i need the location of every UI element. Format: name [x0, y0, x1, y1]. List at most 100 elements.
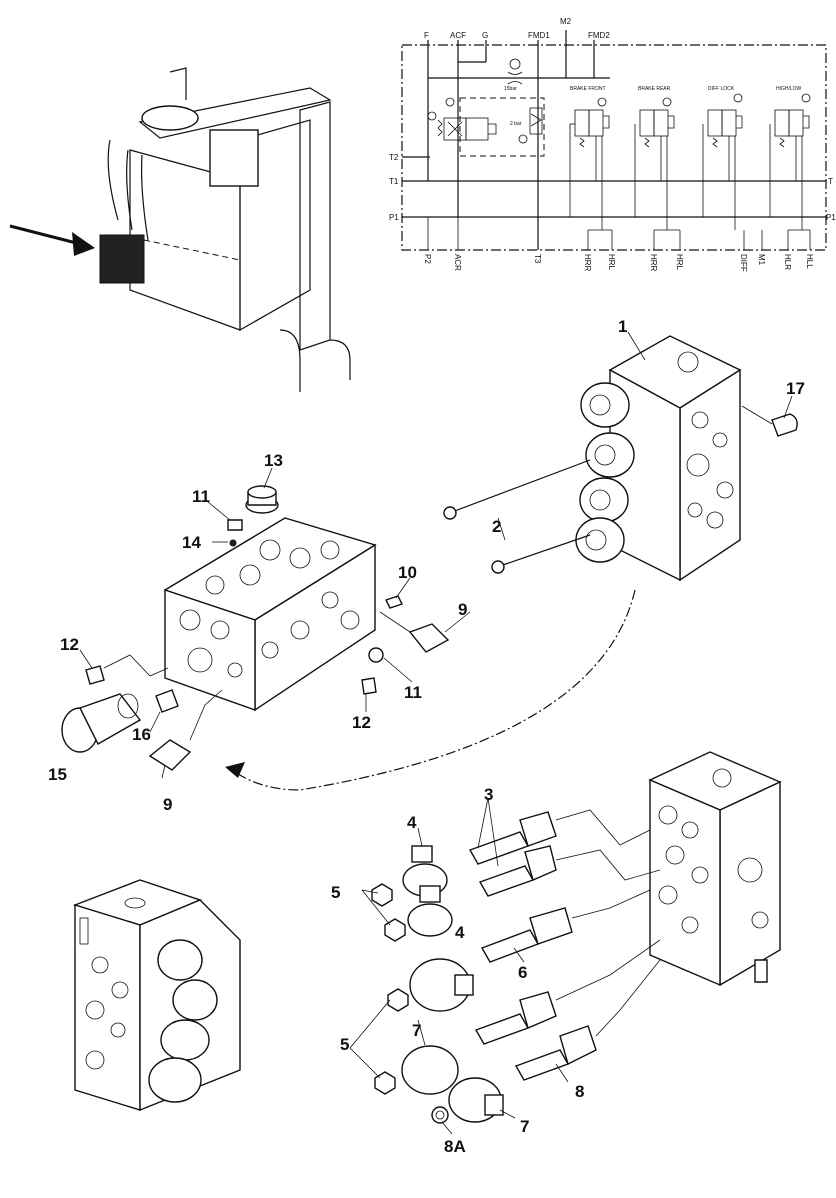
- callout-17: 17: [786, 379, 805, 398]
- callout-7-lower: 7: [520, 1117, 529, 1136]
- port-label-t2: T2: [389, 153, 399, 162]
- assembled-valve-block: [72, 879, 241, 1112]
- port-label-p1-left: P1: [389, 213, 399, 222]
- port-label-p2: P2: [423, 254, 432, 264]
- valve-block-assembly: [443, 335, 798, 582]
- port-label-t: T: [828, 177, 833, 186]
- ball-14: [229, 539, 237, 547]
- accumulator-valve-symbol: [427, 97, 497, 141]
- pressure-note: 2 bar: [510, 121, 522, 127]
- flow-arrowhead-icon: [225, 762, 245, 778]
- callout-10: 10: [398, 563, 417, 582]
- callout-8: 8: [575, 1082, 584, 1101]
- valve-symbol-brake-rear: [634, 97, 675, 230]
- port-label-t1: T1: [389, 177, 399, 186]
- plug-17: [771, 413, 798, 437]
- callout-2: 2: [492, 517, 501, 536]
- orifice-note: 15bar: [504, 86, 517, 92]
- port-label-hrr-1: HRR: [583, 254, 592, 272]
- cap-13: [245, 485, 279, 514]
- callout-13: 13: [264, 451, 283, 470]
- callout-1: 1: [618, 317, 627, 336]
- callout-9-left: 9: [163, 795, 172, 814]
- callout-9-right: 9: [458, 600, 467, 619]
- port-label-acr: ACR: [453, 254, 462, 271]
- callout-12-right: 12: [352, 713, 371, 732]
- tank-top: [138, 87, 332, 139]
- callout-16: 16: [132, 725, 151, 744]
- valve-title-diff-lock: DIFF LOCK: [708, 86, 735, 92]
- pilot-dashed-box: [459, 97, 545, 157]
- port-label-acf: ACF: [450, 31, 466, 40]
- cartridge-3-upper: [468, 809, 651, 865]
- valve-block-location: [99, 234, 145, 284]
- port-label-m2: M2: [560, 17, 572, 26]
- port-label-fmd2: FMD2: [588, 31, 610, 40]
- location-arrow-icon: [9, 224, 95, 256]
- plug-12-right: [361, 677, 377, 695]
- orifice-symbol: [507, 58, 523, 85]
- tank-cap: [141, 105, 199, 131]
- plug-11-right: [368, 647, 384, 663]
- hidden-edge: [143, 239, 241, 261]
- bolts-2: [443, 459, 591, 574]
- valve-symbol-brake-front: [569, 97, 610, 230]
- callout-11-right: 11: [404, 683, 422, 702]
- callout-leaders: [79, 331, 793, 1135]
- plug-10: [385, 595, 403, 609]
- frame-legs: [279, 329, 351, 392]
- cartridge-6: [480, 889, 651, 963]
- cartridge-3-lower: [478, 845, 661, 897]
- assembly-flow-arrow: [231, 589, 636, 791]
- ring-8a: [431, 1106, 449, 1124]
- plug-11-top: [227, 519, 243, 531]
- port-label-hrl-2: HRL: [675, 254, 684, 271]
- pump-unit: [209, 129, 259, 187]
- valve-title-high-low: HIGH/LOW: [776, 86, 802, 92]
- plug-16: [155, 689, 179, 713]
- port-label-f: F: [424, 31, 429, 40]
- schematic-boundary: [401, 44, 827, 251]
- machine-overview-drawing: [9, 67, 351, 392]
- hydraulic-schematic: 2 bar 15bar: [389, 17, 836, 272]
- plug-12-left: [85, 665, 105, 685]
- port-label-t3: T3: [533, 254, 542, 264]
- frame-upright: [169, 67, 331, 351]
- callout-14: 14: [182, 533, 201, 552]
- callout-15: 15: [48, 765, 67, 784]
- callout-3: 3: [484, 785, 493, 804]
- callout-5-upper: 5: [331, 883, 340, 902]
- port-label-g: G: [482, 31, 488, 40]
- callout-5-lower: 5: [340, 1035, 349, 1054]
- port-label-p1-right: P1: [826, 213, 836, 222]
- base-block-assembly: [61, 485, 450, 771]
- callout-6: 6: [518, 963, 527, 982]
- port-label-fmd1: FMD1: [528, 31, 550, 40]
- valve-15: [61, 693, 142, 753]
- callout-12-left: 12: [60, 635, 79, 654]
- callout-4-lower: 4: [455, 923, 465, 942]
- pressure-reducing-symbol: [518, 107, 543, 144]
- port-label-m1: M1: [757, 254, 766, 266]
- exploded-valve-block: [648, 751, 782, 987]
- solenoid-coils: [575, 382, 635, 563]
- callout-8a: 8A: [444, 1137, 466, 1156]
- port-label-hlr: HLR: [783, 254, 792, 270]
- cartridge-8: [514, 959, 661, 1081]
- valve-title-brake-front: BRAKE FRONT: [570, 86, 606, 92]
- sensor-9-right: [379, 611, 450, 653]
- callout-labels: 1 2 3 4 4 5 5 6 7 7 8 8A 9 9 10 11 11 12…: [48, 317, 805, 1156]
- callout-11-top: 11: [192, 487, 210, 506]
- port-label-diff: DIFF: [739, 254, 748, 272]
- valve-symbol-diff-lock: [702, 93, 743, 230]
- valve-title-brake-rear: BRAKE REAR: [638, 86, 671, 92]
- bottom-port-lines: [427, 217, 811, 250]
- valve-symbol-high-low: [769, 93, 811, 230]
- port-label-hll: HLL: [805, 254, 814, 269]
- callout-7-upper: 7: [412, 1021, 421, 1040]
- callout-4-upper: 4: [407, 813, 417, 832]
- coils-4: [402, 845, 453, 937]
- solenoid-cartridges: [371, 809, 661, 1124]
- port-label-hrr-2: HRR: [649, 254, 658, 272]
